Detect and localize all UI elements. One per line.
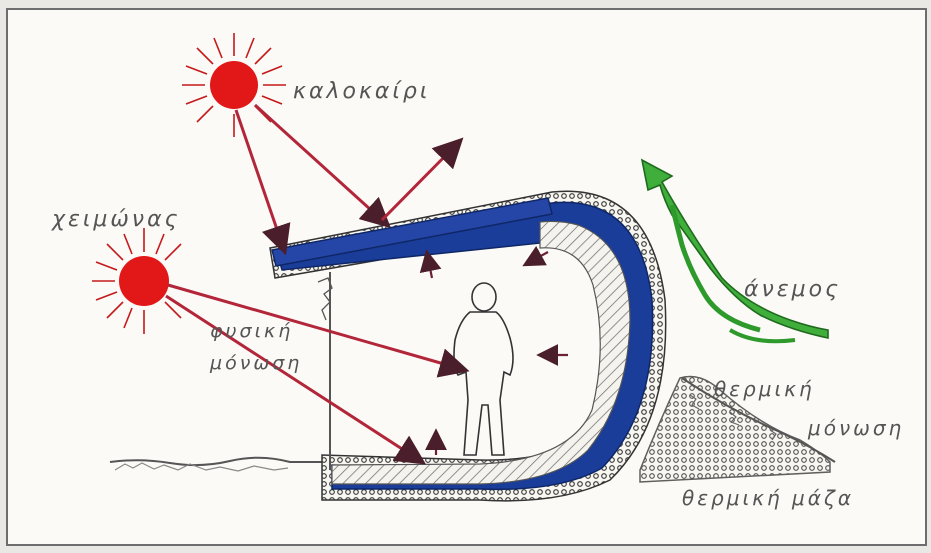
label-natural-insulation-line2: μόνωση [209, 352, 302, 374]
label-thermal-insulation-line2: μόνωση [807, 416, 904, 440]
label-summer: καλοκαίρι [293, 79, 430, 104]
wind-arrow-icon [642, 160, 828, 341]
label-wind: άνεμος [744, 277, 841, 302]
label-winter: χειμώνας [51, 207, 180, 232]
label-thermal-insulation-line1: θερμική [714, 377, 815, 401]
label-thermal-mass: θερμική μάζα [682, 486, 854, 510]
summer-sun-icon [182, 33, 286, 137]
winter-sun-icon [92, 228, 181, 334]
label-natural-insulation-line1: φυσική [210, 320, 293, 342]
person-figure [454, 283, 513, 455]
